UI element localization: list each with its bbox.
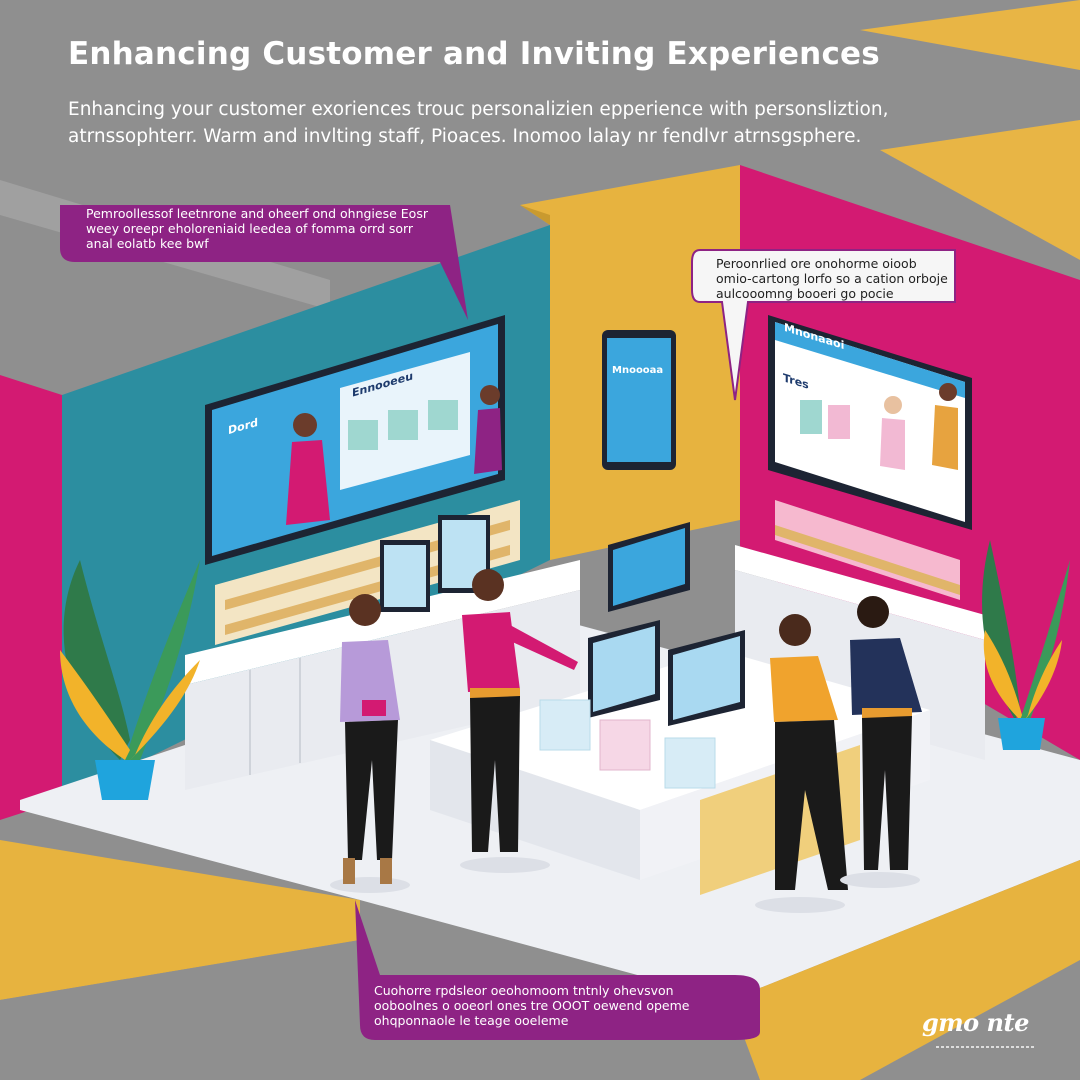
plant-right xyxy=(982,540,1070,750)
gold-band-top xyxy=(860,0,1080,70)
callout-bubble-left xyxy=(60,205,468,320)
page-title: Enhancing Customer and Inviting Experien… xyxy=(68,36,880,72)
right-counter-top xyxy=(735,545,985,640)
staff-person-center xyxy=(460,569,578,873)
callout-text-right: Peroonrlied ore onohorme oioob omio-cart… xyxy=(716,256,948,301)
left-magenta-wall xyxy=(0,375,62,820)
callout-text-left: Pemroollessof leetnrone and oheerf ond o… xyxy=(86,206,428,251)
brand-logo: gmo nte xyxy=(922,1008,1029,1037)
gold-floor-left xyxy=(0,840,360,1000)
page-subtitle: Enhancing your customer exoriences trouc… xyxy=(68,99,889,147)
customer-person-yellow xyxy=(755,614,848,913)
plant-left xyxy=(60,560,200,800)
customer-person-navy xyxy=(840,596,922,888)
screen-person xyxy=(293,413,317,437)
callout-text-bottom: Cuohorre rpdsleor oeohomoom tntnly ohevs… xyxy=(374,983,690,1028)
tablet-heading: Mnoooaa xyxy=(612,365,664,376)
gold-band-right xyxy=(880,120,1080,260)
brand-tagline-dots xyxy=(936,1046,1036,1048)
callout-bubble-right xyxy=(691,249,956,401)
staff-person-left xyxy=(330,594,410,893)
callout-bubble-bottom xyxy=(355,900,760,1040)
